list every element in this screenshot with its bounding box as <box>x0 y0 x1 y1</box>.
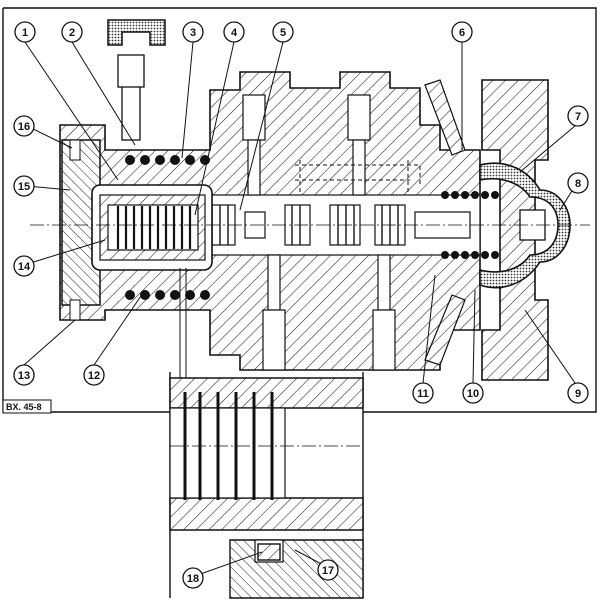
callout-6: 6 <box>451 21 473 43</box>
svg-text:9: 9 <box>575 388 581 400</box>
callout-2: 2 <box>61 21 83 43</box>
figure-code-label: BX. 45-8 <box>2 399 52 414</box>
svg-text:16: 16 <box>18 121 30 133</box>
svg-text:6: 6 <box>459 27 465 39</box>
callout-14: 14 <box>13 255 35 277</box>
callout-13: 13 <box>13 364 35 386</box>
svg-text:11: 11 <box>417 388 429 400</box>
callout-leaders <box>23 41 576 577</box>
callout-10: 10 <box>462 382 484 404</box>
callout-12: 12 <box>83 364 105 386</box>
svg-text:12: 12 <box>88 370 100 382</box>
svg-text:2: 2 <box>69 27 75 39</box>
callout-4: 4 <box>223 21 245 43</box>
callout-9: 9 <box>567 382 589 404</box>
callout-18: 18 <box>182 567 204 589</box>
callout-15: 15 <box>13 175 35 197</box>
svg-text:3: 3 <box>190 27 196 39</box>
svg-text:10: 10 <box>467 388 479 400</box>
svg-text:15: 15 <box>18 181 30 193</box>
right-boot-assembly <box>424 79 571 366</box>
callout-7: 7 <box>567 105 589 127</box>
left-piston-assembly <box>61 19 213 321</box>
svg-text:18: 18 <box>187 573 199 585</box>
detail-enlargement <box>169 268 364 599</box>
callout-17: 17 <box>317 559 339 581</box>
callout-11: 11 <box>412 382 434 404</box>
callout-8: 8 <box>567 172 589 194</box>
svg-text:14: 14 <box>18 261 31 273</box>
svg-text:BX. 45-8: BX. 45-8 <box>6 402 42 412</box>
svg-text:17: 17 <box>322 565 334 577</box>
svg-text:8: 8 <box>575 178 581 190</box>
svg-text:13: 13 <box>18 370 30 382</box>
callout-1: 1 <box>14 21 36 43</box>
callout-3: 3 <box>182 21 204 43</box>
callout-5: 5 <box>272 21 294 43</box>
callout-16: 16 <box>13 115 35 137</box>
svg-text:1: 1 <box>22 27 28 39</box>
svg-text:4: 4 <box>231 27 238 39</box>
svg-text:7: 7 <box>575 111 581 123</box>
svg-text:5: 5 <box>280 27 286 39</box>
